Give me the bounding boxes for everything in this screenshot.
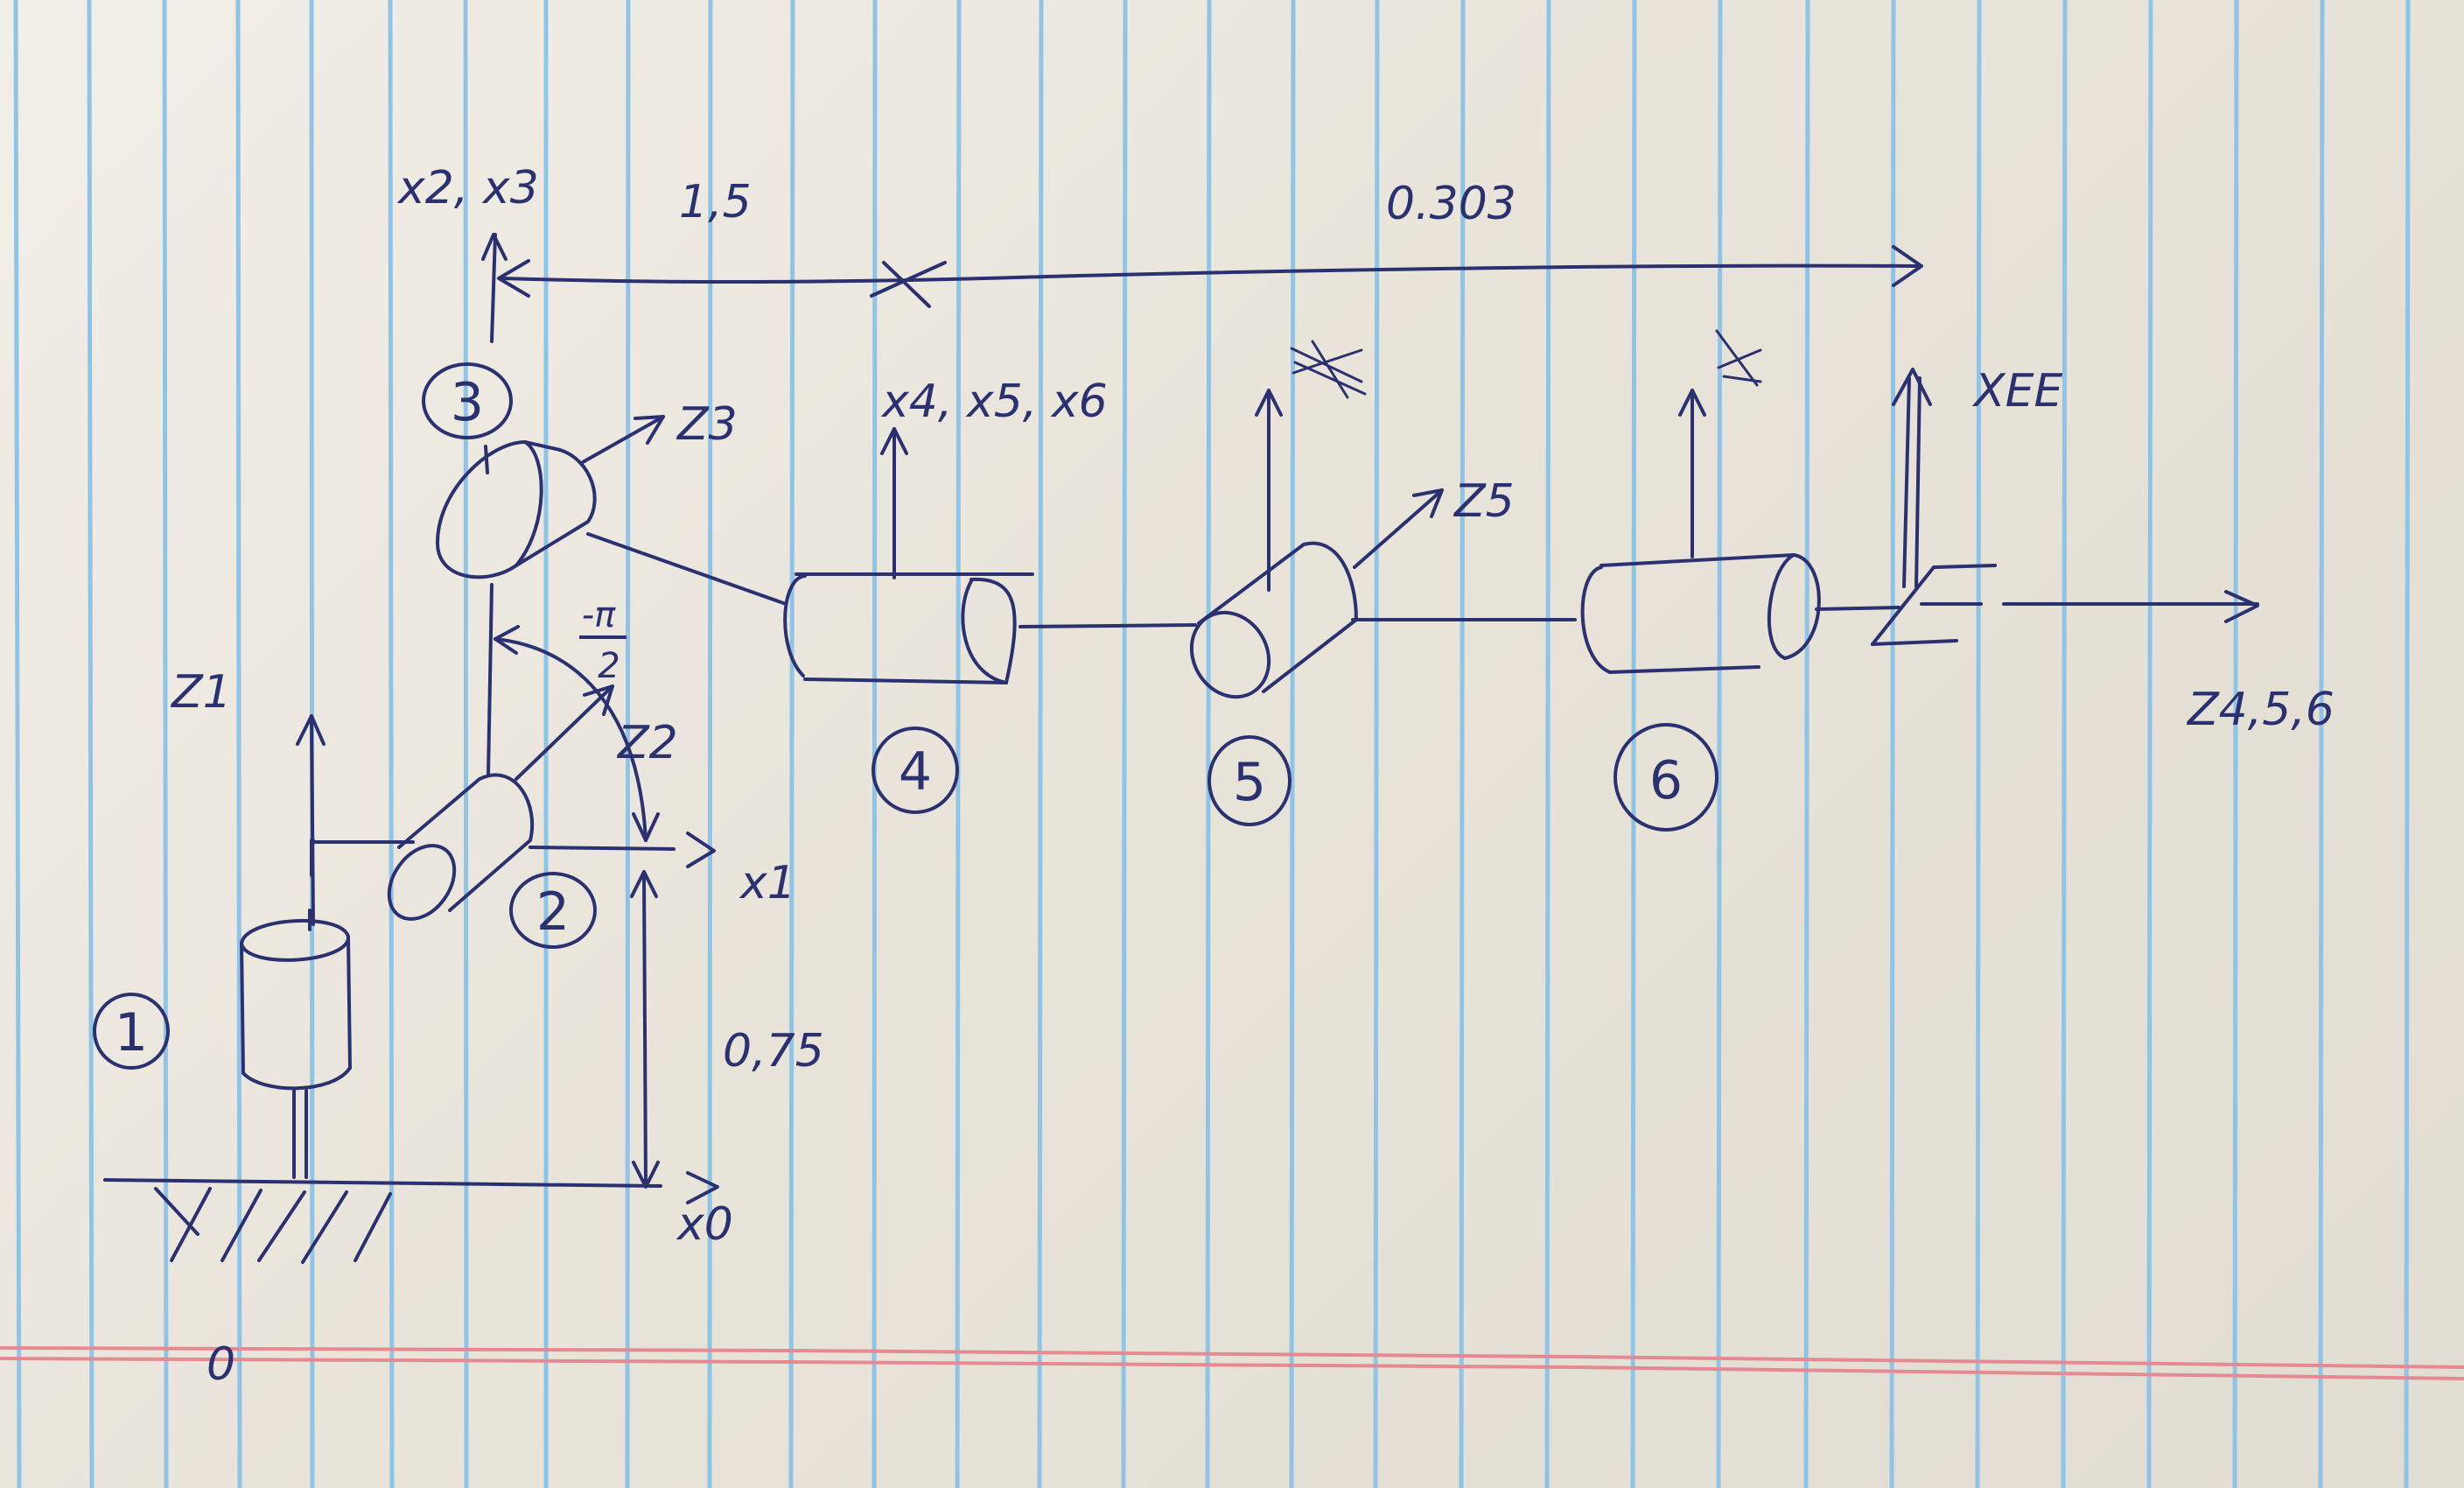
link-1-2 — [310, 839, 415, 877]
label-dim-1-5: 1,5 — [679, 176, 752, 228]
link-3-4 — [586, 532, 788, 606]
label-x2-x3: x2, x3 — [396, 162, 539, 214]
joint-5-cylinder — [1189, 541, 1358, 699]
joint-5-circle — [1208, 735, 1292, 826]
joint-3-number: 3 — [451, 372, 484, 433]
label-dim-0-303: 0.303 — [1386, 178, 1516, 230]
label-z1: Z1 — [170, 666, 232, 719]
joint-3-body — [436, 440, 597, 579]
joint-4-number: 4 — [899, 741, 932, 803]
z3-axis — [581, 415, 665, 464]
link-4-5 — [1018, 623, 1197, 628]
joint-6-number: 6 — [1649, 750, 1683, 811]
joint-1-number: 1 — [115, 1002, 148, 1063]
end-effector — [1871, 564, 1997, 646]
label-z5: Z5 — [1452, 475, 1515, 528]
x1-axis — [528, 832, 716, 868]
z1-axis — [296, 714, 326, 926]
label-z456: Z4,5,6 — [2186, 684, 2334, 736]
label-angle-numerator: -π — [582, 595, 616, 635]
rotation-arc — [494, 625, 660, 842]
x-ee-axis — [1892, 368, 1932, 588]
joint-2-circle — [509, 872, 597, 949]
joint-4-cylinder — [783, 572, 1034, 684]
margin-lines — [0, 1346, 2464, 1380]
joint-2-number: 2 — [536, 881, 570, 943]
joint-labels — [93, 362, 1718, 1070]
label-x0: x0 — [676, 1198, 733, 1251]
joint-1-cylinder — [240, 909, 352, 1179]
joint-5-number: 5 — [1233, 752, 1266, 813]
x0-axis — [686, 1171, 719, 1204]
x5-axis — [1255, 340, 1367, 592]
label-z3: Z3 — [676, 398, 738, 451]
joint-3-circle — [422, 362, 513, 439]
z456-axis — [2002, 590, 2259, 623]
label-x1: x1 — [738, 857, 796, 909]
ruled-lines — [13, 0, 2411, 1488]
x4-x5-x6-axis — [880, 427, 908, 579]
label-dim-0-75: 0,75 — [723, 1025, 824, 1077]
x2-x3-axis — [481, 233, 508, 343]
joint-6-cylinder — [1580, 553, 1821, 674]
dim-0-75-line — [630, 870, 660, 1189]
label-z2: Z2 — [616, 717, 678, 769]
link-2-3 — [486, 583, 494, 777]
z5-axis — [1353, 488, 1444, 569]
label-base-frame: 0 — [206, 1338, 235, 1391]
x6-axis — [1678, 329, 1762, 558]
top-dimension-line — [497, 245, 1923, 308]
z2-axis — [514, 684, 614, 781]
label-x-ee: XEE — [1971, 365, 2062, 418]
label-x4-x5-x6: x4, x5, x6 — [880, 376, 1108, 428]
joint-4-circle — [872, 726, 959, 814]
link-6-ee — [1815, 606, 1900, 611]
joint-6-circle — [1614, 723, 1718, 832]
joint-1-circle — [93, 993, 170, 1070]
ground — [103, 1178, 662, 1264]
joint-2-cylinder — [387, 773, 535, 921]
label-angle-denominator: 2 — [598, 646, 620, 686]
